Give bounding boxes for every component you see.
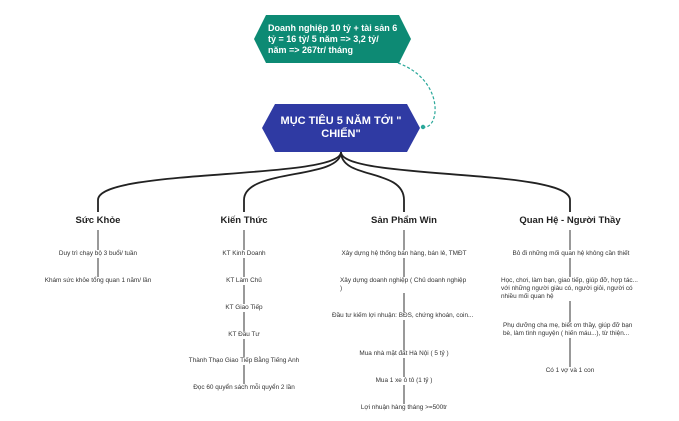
branch-health-label: Sức Khỏe bbox=[75, 215, 121, 226]
note-hexagon[interactable] bbox=[254, 15, 411, 63]
product-item-4[interactable]: Mua nhà mặt đất Hà Nội ( 5 tỷ ) bbox=[346, 350, 462, 358]
health-item-1[interactable]: Duy trì chạy bộ 3 buổi/ tuần bbox=[30, 250, 166, 258]
branch-line-knowledge bbox=[243, 151, 342, 212]
five-year-goal: MỤC TIÊU 5 NĂM TỚI " CHIẾN" bbox=[262, 104, 420, 152]
branch-line-winning-products bbox=[340, 151, 405, 212]
knowledge-item-5[interactable]: Thành Thạo Giao Tiếp Bằng Tiếng Anh bbox=[166, 357, 322, 365]
relationship-item-3[interactable]: Phụ dưỡng cha mẹ, biết ơn thầy, giúp đỡ … bbox=[503, 322, 643, 338]
branch-winning-products[interactable]: Sản Phẩm Win bbox=[356, 212, 452, 230]
branch-knowledge-label: Kiến Thức bbox=[220, 215, 268, 226]
health-item-2[interactable]: Khám sức khỏe tổng quan 1 năm/ lần bbox=[22, 277, 174, 285]
product-item-3[interactable]: Đầu tư kiếm lợi nhuận: BĐS, chứng khoán,… bbox=[332, 312, 482, 320]
branch-relationships-mentors-label: Quan Hệ - Người Thầy bbox=[519, 215, 621, 226]
branch-relationships-mentors[interactable]: Quan Hệ - Người Thầy bbox=[508, 212, 632, 230]
knowledge-item-1[interactable]: KT Kinh Doanh bbox=[204, 250, 284, 258]
relationship-item-1[interactable]: Bỏ đi những mối quan hệ không cần thiết bbox=[496, 250, 646, 258]
branch-knowledge[interactable]: Kiến Thức bbox=[204, 212, 284, 230]
note-goal-connector bbox=[397, 62, 436, 128]
five-year-goal-text: MỤC TIÊU 5 NĂM TỚI " CHIẾN" bbox=[280, 115, 402, 140]
product-item-6[interactable]: Lợi nhuận hàng tháng >=500tr bbox=[350, 404, 458, 412]
product-item-5[interactable]: Mua 1 xe ô tô (1 tỷ ) bbox=[364, 377, 444, 385]
branch-lines bbox=[97, 151, 571, 212]
branch-line-health bbox=[97, 151, 342, 212]
product-item-1[interactable]: Xây dựng hệ thống bán hàng, bán lẻ, TMĐT bbox=[326, 250, 482, 258]
branch-health[interactable]: Sức Khỏe bbox=[58, 212, 138, 230]
revenue-note-text: Doanh nghiệp 10 tỷ + tài sản 6 tỷ = 16 t… bbox=[268, 22, 398, 55]
goal-hexagon[interactable] bbox=[262, 104, 420, 152]
knowledge-item-3[interactable]: KT Giao Tiếp bbox=[204, 304, 284, 312]
relationship-item-4[interactable]: Có 1 vợ và 1 con bbox=[530, 367, 610, 375]
relationship-item-2[interactable]: Học, chơi, làm bạn, giao tiếp, giúp đỡ, … bbox=[501, 277, 643, 301]
knowledge-item-4[interactable]: KT Đầu Tư bbox=[204, 331, 284, 339]
branch-line-relationships bbox=[340, 151, 571, 212]
revenue-note: Doanh nghiệp 10 tỷ + tài sản 6 tỷ = 16 t… bbox=[258, 15, 408, 63]
connector-end-dot bbox=[420, 124, 426, 130]
product-item-2[interactable]: Xây dựng doanh nghiệp ( Chủ doanh nghiệp… bbox=[340, 277, 468, 293]
knowledge-item-2[interactable]: KT Làm Chủ bbox=[204, 277, 284, 285]
branch-winning-products-label: Sản Phẩm Win bbox=[371, 215, 437, 226]
knowledge-item-6[interactable]: Đọc 60 quyển sách mỗi quyển 2 lần bbox=[172, 384, 316, 392]
